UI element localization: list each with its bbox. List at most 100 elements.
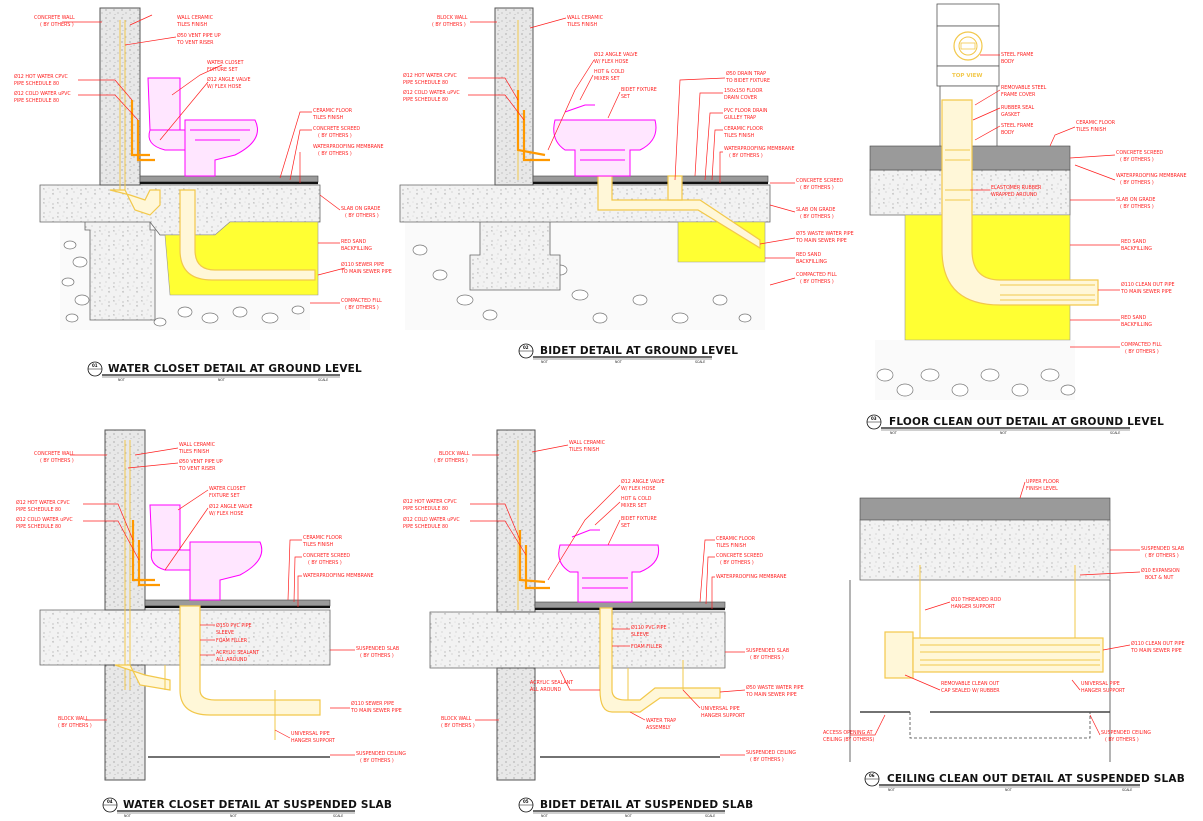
annotation-label: ELASTOMER RUBBER <box>991 185 1042 191</box>
annotation-label: MIXER SET <box>621 503 647 509</box>
annotation-label: TO MAIN SEWER PIPE <box>1130 648 1182 654</box>
detail-number: 03 <box>871 416 877 421</box>
title-block: 06 CEILING CLEAN OUT DETAIL AT SUSPENDED… <box>864 771 1185 792</box>
annotation-label: STEEL FRAME <box>1001 123 1033 129</box>
annotation-label: Ø110 CLEAN OUT PIPE <box>1131 640 1185 647</box>
annotation-label: HANGER SUPPORT <box>701 713 745 719</box>
annotation-label: SLEEVE <box>216 630 234 636</box>
annotation-label: WATERPROOFING MEMBRANE <box>303 573 374 579</box>
annotation-label: UNIVERSAL PIPE <box>701 706 740 712</box>
panel-title: WATER CLOSET DETAIL AT GROUND LEVEL <box>108 363 362 375</box>
annotation-label: CEILING (BY OTHERS) <box>823 737 874 743</box>
annotation-label: ( BY OTHERS ) <box>318 133 352 139</box>
panel-wc-ground: CONCRETE WALL ( BY OTHERS ) WALL CERAMIC… <box>14 7 392 382</box>
annotation-label: Ø12 HOT WATER CPVC <box>403 498 458 505</box>
annotation-label: ( BY OTHERS ) <box>58 723 92 729</box>
annotation-label: PIPE SCHEDULE 80 <box>403 80 448 86</box>
annotation-label: CERAMIC FLOOR <box>724 126 764 132</box>
annotation-label: BLOCK WALL <box>439 451 470 457</box>
annotation-label: ( BY OTHERS ) <box>1125 349 1159 355</box>
scale-note: NOT <box>888 788 895 792</box>
detail-number: 01 <box>92 363 98 368</box>
scale-note: SCALE <box>318 378 328 382</box>
panel-title: CEILING CLEAN OUT DETAIL AT SUSPENDED SL… <box>887 773 1185 785</box>
annotation-label: RUBBER SEAL <box>1001 105 1034 111</box>
water-closet-fixture <box>149 504 263 601</box>
annotation-label: CAP SEALED W/ RUBBER <box>941 688 1000 694</box>
panel-title: BIDET DETAIL AT SUSPENDED SLAB <box>540 799 753 811</box>
scale-note: NOT <box>890 431 897 435</box>
suspended-slab <box>429 611 726 669</box>
annotation-label: PIPE SCHEDULE 80 <box>16 507 61 513</box>
annotation-label: Ø12 HOT WATER CPVC <box>16 499 71 506</box>
annotation-label: TILES FINISH <box>176 22 208 28</box>
scale-note: SCALE <box>705 814 715 818</box>
block-wall <box>494 7 534 186</box>
annotation-label: CONCRETE WALL <box>34 451 75 457</box>
annotation-label: STEEL FRAME <box>1001 52 1033 58</box>
annotation-label: BOLT & NUT <box>1145 575 1174 581</box>
annotation-label: ( BY OTHERS ) <box>40 22 74 28</box>
annotation-label: TO VENT RISER <box>176 40 214 46</box>
detail-number: 04 <box>107 799 113 804</box>
annotation-label: TILES FINISH <box>568 447 600 453</box>
panel-title: BIDET DETAIL AT GROUND LEVEL <box>540 345 738 357</box>
annotation-label: ( BY OTHERS ) <box>800 214 834 220</box>
annotation-label: Ø12 ANGLE VALVE <box>594 51 638 58</box>
annotation-label: TILES FINISH <box>723 133 755 139</box>
annotation-label: BODY <box>1001 59 1014 65</box>
bidet-fixture <box>553 104 657 177</box>
annotation-label: CERAMIC FLOOR <box>1076 120 1116 126</box>
annotation-label: TO MAIN SEWER PIPE <box>795 238 847 244</box>
annotation-label: CERAMIC FLOOR <box>313 108 353 114</box>
annotation-label: TO MAIN SEWER PIPE <box>350 708 402 714</box>
annotation-label: WATER TRAP <box>646 718 676 724</box>
annotation-label: HOT & COLD <box>594 69 625 75</box>
annotation-label: RED SAND <box>1121 315 1146 321</box>
annotation-label: ( BY OTHERS ) <box>1120 180 1154 186</box>
annotation-label: CERAMIC FLOOR <box>303 535 343 541</box>
upper-floor-finish <box>859 497 1111 521</box>
annotation-label: W/ FLEX HOSE <box>209 511 243 517</box>
title-block: 01 WATER CLOSET DETAIL AT GROUND LEVEL N… <box>87 361 362 382</box>
scale-note: NOT <box>615 360 622 364</box>
title-block: 05 BIDET DETAIL AT SUSPENDED SLAB NOT NO… <box>518 797 753 818</box>
annotation-label: FIXTURE SET <box>207 67 238 73</box>
annotation-label: PIPE SCHEDULE 80 <box>14 98 59 104</box>
annotation-label: TO MAIN SEWER PIPE <box>745 692 797 698</box>
annotation-label: COMPACTED FILL <box>796 272 837 278</box>
annotation-label: SUSPENDED CEILING <box>746 750 796 756</box>
annotation-label: SUSPENDED SLAB <box>1141 546 1184 552</box>
annotation-label: TILES FINISH <box>1075 127 1107 133</box>
annotation-label: Ø50 VENT PIPE UP <box>177 32 221 39</box>
leaders <box>70 447 355 756</box>
annotation-label: ( BY OTHERS ) <box>434 458 468 464</box>
annotation-label: SLAB ON GRADE <box>796 207 835 213</box>
annotation-label: WRAPPED AROUND <box>991 192 1037 198</box>
panel-floor-cleanout: TOP VIEW <box>866 3 1187 435</box>
annotation-label: SET <box>621 523 630 529</box>
annotation-label: ( BY OTHERS ) <box>729 153 763 159</box>
annotation-label: ( BY OTHERS ) <box>360 653 394 659</box>
panel-title: FLOOR CLEAN OUT DETAIL AT GROUND LEVEL <box>889 416 1164 428</box>
floor-tile <box>532 175 769 183</box>
annotation-label: Ø110 PVC PIPE <box>631 624 667 631</box>
annotation-label: WATER CLOSET <box>209 486 246 492</box>
annotation-label: Ø50 WASTE WATER PIPE <box>746 684 804 691</box>
annotation-label: ( BY OTHERS ) <box>345 305 379 311</box>
annotation-label: RED SAND <box>1121 239 1146 245</box>
panel-title: WATER CLOSET DETAIL AT SUSPENDED SLAB <box>123 799 392 811</box>
annotation-label: WATERPROOFING MEMBRANE <box>1116 173 1187 179</box>
annotation-label: ( BY OTHERS ) <box>800 279 834 285</box>
leaders <box>470 444 746 756</box>
clean-out-pipe <box>884 631 1104 679</box>
annotation-label: TILES FINISH <box>178 449 210 455</box>
leaders <box>970 54 1120 348</box>
annotation-label: Ø12 COLD WATER uPVC <box>403 516 460 523</box>
annotation-label: Ø12 HOT WATER CPVC <box>14 73 69 80</box>
annotation-label: TILES FINISH <box>312 115 344 121</box>
annotation-label: ( BY OTHERS ) <box>345 213 379 219</box>
scale-note: NOT <box>230 814 237 818</box>
annotation-label: WALL CERAMIC <box>179 442 216 448</box>
